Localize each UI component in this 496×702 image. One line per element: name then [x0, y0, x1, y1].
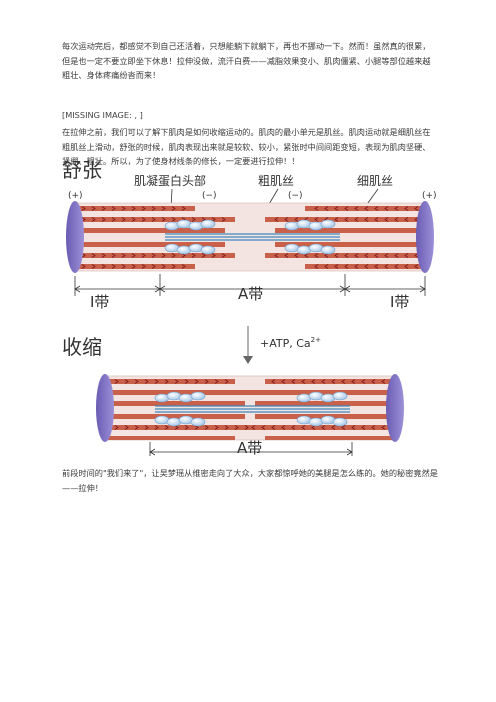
myosin-head-label: 肌凝蛋白头部	[134, 173, 206, 188]
intro-paragraph: 每次运动完后，都感觉不到自己还活着，只想能躺下就躺下，再也不挪动一下。然而！虽然…	[62, 41, 431, 81]
plus-right-label: (+)	[422, 191, 437, 201]
i-band-left-label: I带	[90, 293, 109, 311]
i-band-right-label: I带	[390, 293, 409, 311]
muscle-contraction-diagram: 舒张 (+) 肌凝蛋白头部 粗肌丝 细肌丝 (−) (−) (+)	[62, 158, 437, 456]
contract-title: 收缩	[62, 335, 102, 359]
closing-paragraph: 前段时间的"我们来了"，让吴梦瑶从维密走向了大众，大家都惊呼她的美腿是怎么练的。…	[62, 468, 438, 493]
atp-label: +ATP, Ca	[260, 337, 311, 350]
svg-text:+ATP, Ca2+: +ATP, Ca2+	[260, 336, 321, 350]
atp-superscript: 2+	[311, 336, 321, 344]
a-band-label-contracted: A带	[237, 439, 262, 456]
minus-left-label: (−)	[202, 191, 217, 201]
relax-title: 舒张	[62, 158, 102, 182]
plus-left-label: (+)	[68, 191, 83, 201]
thin-filament-label: 细肌丝	[357, 174, 393, 188]
muscle-explanation-paragraph: 在拉伸之前，我们可以了解下肌肉是如何收缩运动的。肌肉的最小单元是肌丝。肌肉运动就…	[62, 127, 431, 167]
thick-filament-label: 粗肌丝	[258, 174, 294, 188]
missing-image-placeholder: [MISSING IMAGE: , ]	[62, 110, 143, 121]
minus-right-label: (−)	[288, 191, 303, 201]
a-band-label-relaxed: A带	[238, 285, 263, 303]
